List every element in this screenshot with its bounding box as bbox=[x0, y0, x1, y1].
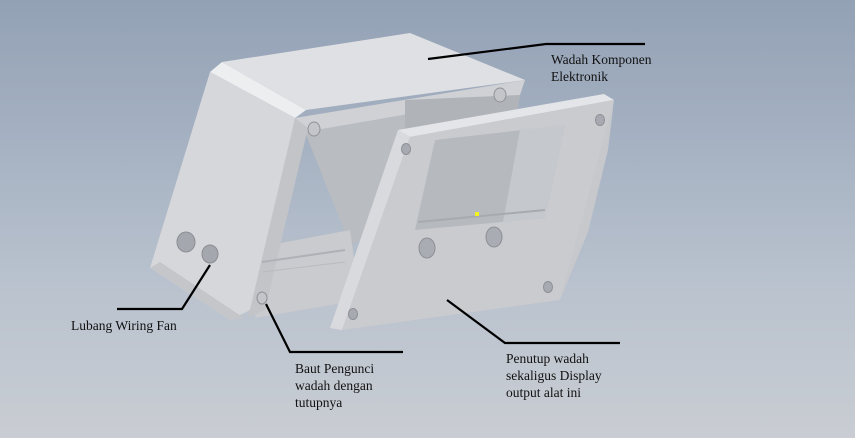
callout-bolt-line-2: wadah dengan bbox=[295, 378, 373, 393]
leader-cover bbox=[446, 299, 620, 345]
leader-lines bbox=[117, 42, 645, 354]
callout-fan-wiring-hole: Lubang Wiring Fan bbox=[71, 317, 177, 334]
leader-container bbox=[427, 42, 645, 61]
callout-cover-line-1: Penutup wadah bbox=[506, 351, 589, 366]
callout-locking-bolt: Baut Pengunci wadah dengan tutupnya bbox=[295, 360, 374, 411]
marker-dot bbox=[475, 212, 479, 216]
callout-container: Wadah Komponen Elektronik bbox=[551, 51, 652, 85]
callout-bolt-line-3: tutupnya bbox=[295, 395, 343, 410]
leader-fan-hole bbox=[117, 264, 211, 311]
callout-cover-line-3: output alat ini bbox=[506, 385, 581, 400]
callout-bolt-line-1: Baut Pengunci bbox=[295, 361, 375, 376]
callout-container-line-2: Elektronik bbox=[551, 69, 608, 84]
callout-cover-display: Penutup wadah sekaligus Display output a… bbox=[506, 350, 602, 401]
callout-container-line-1: Wadah Komponen bbox=[551, 52, 652, 67]
callout-cover-line-2: sekaligus Display bbox=[506, 368, 602, 383]
cover-plate bbox=[330, 94, 614, 330]
callout-fan-line-1: Lubang Wiring Fan bbox=[71, 318, 177, 333]
leader-bolt bbox=[265, 303, 403, 354]
